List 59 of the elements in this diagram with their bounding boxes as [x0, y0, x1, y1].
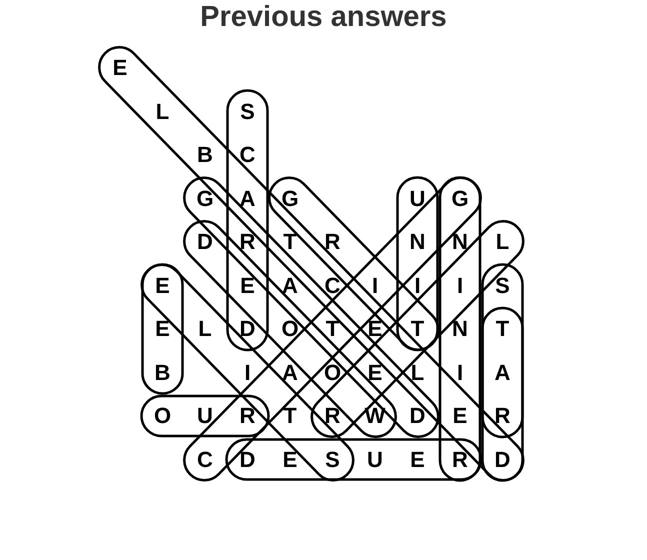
grid-letter: C	[238, 142, 256, 168]
grid-letter: E	[154, 272, 171, 298]
grid-letter: U	[196, 403, 214, 429]
grid-letter: N	[451, 316, 469, 342]
grid-letter: T	[282, 403, 298, 429]
grid-letter: L	[494, 229, 510, 255]
grid-letter: R	[324, 229, 342, 255]
grid-letter: D	[238, 446, 256, 472]
grid-letter: I	[456, 360, 464, 386]
grid-letter: D	[196, 229, 214, 255]
grid-letter: E	[452, 403, 468, 429]
grid-letter: G	[195, 186, 215, 212]
grid-letter: G	[450, 186, 470, 212]
grid-letter: E	[366, 360, 384, 386]
grid-letter: B	[196, 142, 214, 168]
grid-letter: E	[366, 316, 384, 342]
grid-letter: A	[238, 186, 256, 212]
grid-letter: B	[154, 360, 172, 386]
grid-letter: R	[238, 403, 256, 429]
grid-letter: T	[282, 229, 298, 255]
grid-letter: C	[196, 446, 214, 472]
grid-letter: L	[197, 316, 213, 342]
grid-letter: S	[239, 98, 256, 124]
grid-letter: T	[494, 316, 510, 342]
grid-letter: D	[494, 446, 512, 472]
grid-letter: L	[154, 98, 170, 124]
grid-letter: C	[324, 272, 342, 298]
grid-letter: G	[280, 186, 300, 212]
grid-letter: R	[238, 229, 256, 255]
grid-letter: O	[152, 403, 172, 429]
grid-letter: A	[281, 360, 299, 386]
grid-letter: U	[366, 446, 384, 472]
grid-letter: I	[370, 272, 380, 298]
grid-letter: E	[239, 272, 256, 298]
grid-letter: U	[408, 186, 426, 212]
grid-letter: A	[494, 360, 512, 386]
grid-letter: N	[408, 229, 426, 255]
grid-letter: I	[243, 360, 252, 386]
grid-letter: R	[451, 446, 469, 472]
grid-letter: T	[324, 316, 340, 342]
grid-letter: E	[282, 446, 298, 472]
grid-letter: I	[456, 272, 464, 298]
grid-letter: E	[154, 316, 171, 342]
grid-letter: D	[238, 316, 256, 342]
grid-letter: E	[409, 446, 426, 472]
grid-letter: T	[410, 316, 426, 342]
grid-letter: O	[280, 316, 300, 342]
grid-letter: N	[451, 229, 469, 255]
grid-letter: E	[112, 55, 128, 81]
grid-letter: D	[408, 403, 426, 429]
title: Previous answers	[199, 0, 448, 34]
grid-letter: R	[494, 403, 512, 429]
grid-letter: R	[324, 403, 342, 429]
grid-letter: S	[494, 272, 511, 298]
grid-letter: O	[322, 360, 342, 386]
grid-letter: L	[410, 360, 426, 386]
grid-letter: I	[413, 272, 422, 298]
grid-letter: A	[281, 272, 299, 298]
grid-letter: S	[324, 446, 341, 472]
